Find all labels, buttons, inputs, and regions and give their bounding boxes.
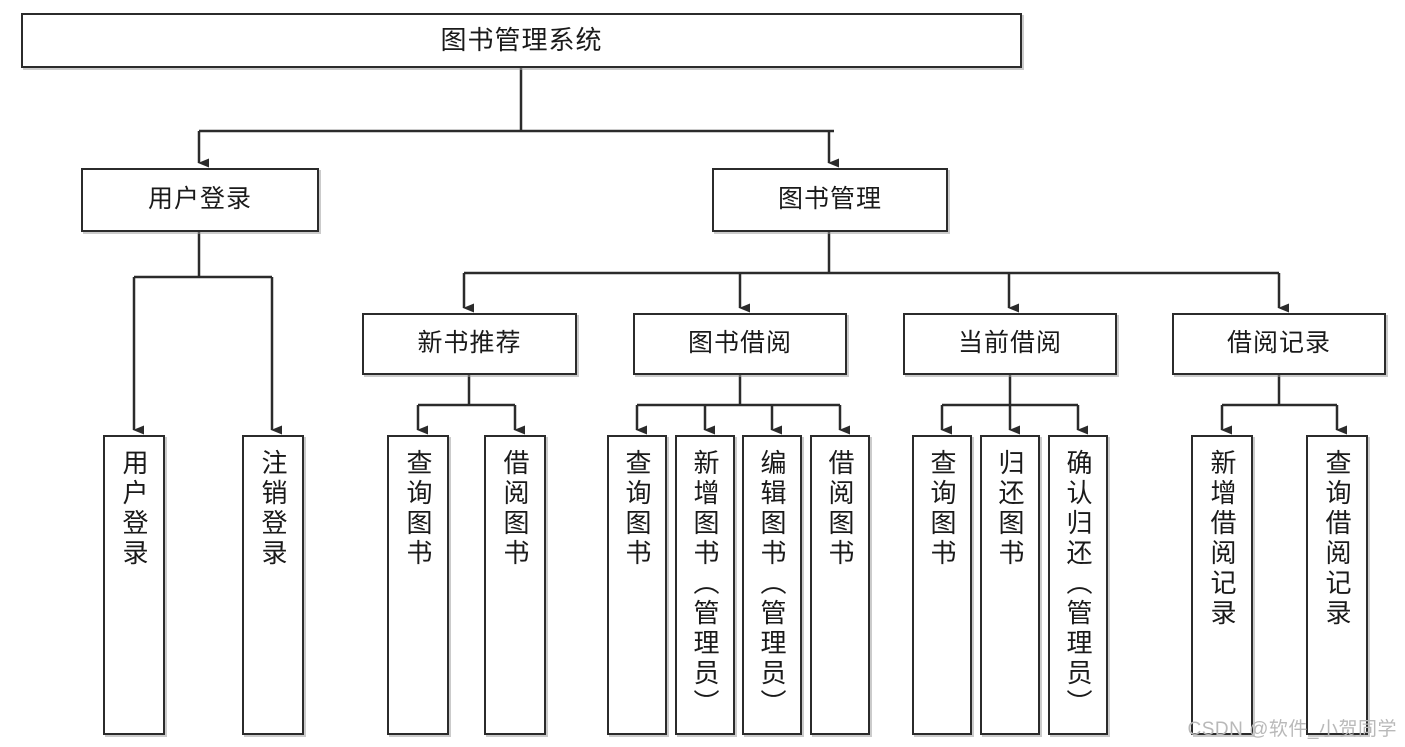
node-borrow-record[interactable]: 借阅记录	[1172, 313, 1386, 375]
leaf-edit-book-label: 编辑图书（管理员）	[757, 449, 787, 719]
leaf-borrow-book-1[interactable]: 借阅图书	[484, 435, 546, 735]
node-book-borrow[interactable]: 图书借阅	[633, 313, 847, 375]
leaf-add-record-label: 新增借阅记录	[1207, 449, 1237, 629]
leaf-user-login[interactable]: 用户登录	[103, 435, 165, 735]
leaf-query-record-label: 查询借阅记录	[1322, 449, 1352, 629]
leaf-borrow-book-2[interactable]: 借阅图书	[810, 435, 870, 735]
leaf-add-book[interactable]: 新增图书（管理员）	[675, 435, 735, 735]
node-root-label: 图书管理系统	[440, 25, 603, 56]
leaf-confirm-return[interactable]: 确认归还（管理员）	[1048, 435, 1108, 735]
leaf-user-login-label: 用户登录	[119, 449, 149, 569]
node-borrow-record-label: 借阅记录	[1226, 329, 1331, 358]
leaf-return-book-label: 归还图书	[995, 449, 1025, 569]
watermark: CSDN @软件_小贺同学	[1187, 719, 1397, 740]
leaf-query-book-2[interactable]: 查询图书	[607, 435, 667, 735]
node-book-manage-label: 图书管理	[777, 185, 882, 214]
node-new-book-rec-label: 新书推荐	[417, 329, 522, 358]
leaf-query-book-1[interactable]: 查询图书	[387, 435, 449, 735]
node-new-book-rec[interactable]: 新书推荐	[362, 313, 577, 375]
leaf-query-record[interactable]: 查询借阅记录	[1306, 435, 1368, 735]
node-user-login[interactable]: 用户登录	[81, 168, 319, 232]
leaf-borrow-book-2-label: 借阅图书	[825, 449, 855, 569]
leaf-query-book-1-label: 查询图书	[403, 449, 433, 569]
node-book-manage[interactable]: 图书管理	[712, 168, 948, 232]
node-root[interactable]: 图书管理系统	[21, 13, 1022, 68]
leaf-add-book-label: 新增图书（管理员）	[690, 449, 720, 719]
node-user-login-label: 用户登录	[147, 185, 252, 214]
leaf-return-book[interactable]: 归还图书	[980, 435, 1040, 735]
leaf-query-book-2-label: 查询图书	[622, 449, 652, 569]
node-book-borrow-label: 图书借阅	[687, 329, 792, 358]
leaf-user-logout[interactable]: 注销登录	[242, 435, 304, 735]
leaf-add-record[interactable]: 新增借阅记录	[1191, 435, 1253, 735]
leaf-edit-book[interactable]: 编辑图书（管理员）	[742, 435, 802, 735]
node-current-borrow[interactable]: 当前借阅	[903, 313, 1117, 375]
leaf-borrow-book-1-label: 借阅图书	[500, 449, 530, 569]
node-current-borrow-label: 当前借阅	[957, 329, 1062, 358]
leaf-query-book-3-label: 查询图书	[927, 449, 957, 569]
leaf-user-logout-label: 注销登录	[258, 449, 288, 569]
leaf-query-book-3[interactable]: 查询图书	[912, 435, 972, 735]
leaf-confirm-return-label: 确认归还（管理员）	[1063, 449, 1093, 719]
